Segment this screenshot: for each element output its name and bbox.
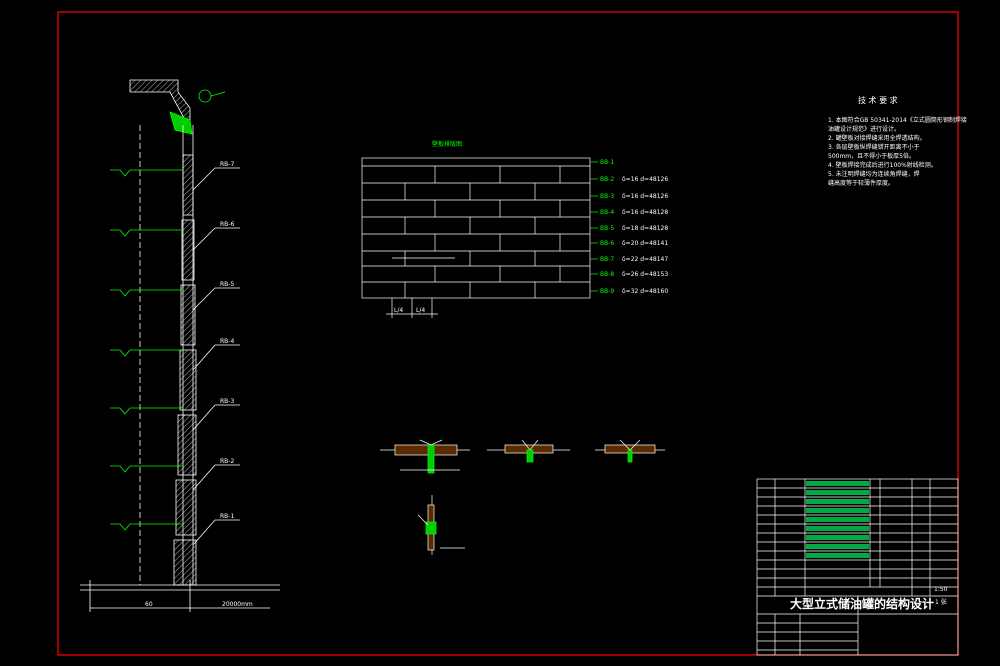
scale-label: 1:50 xyxy=(934,586,948,593)
plate-row-spec: δ=16 d=48126 xyxy=(622,176,668,183)
elevation-label-5: RB-3 xyxy=(220,398,234,405)
plate-row-label: BB-3 xyxy=(600,193,614,200)
plate-row-spec: δ=32 d=48160 xyxy=(622,288,668,295)
bottom-dim-left: 60 xyxy=(145,601,153,608)
layout-title: 壁板排版图 xyxy=(432,140,462,148)
note-line: 4. 壁板焊接完成后进行100%射线检测。 xyxy=(828,161,937,169)
bottom-dim-right: 20000mm xyxy=(222,601,253,608)
border-frame xyxy=(57,11,959,656)
plate-row-spec: δ=20 d=48141 xyxy=(622,240,668,247)
plate-row-label: BB-2 xyxy=(600,176,614,183)
plate-row-label: BB-1 xyxy=(600,159,614,166)
note-line: 1. 本图符合GB 50341-2014《立式圆筒形钢制焊接 xyxy=(828,116,967,124)
dim-right: L/4 xyxy=(416,307,425,314)
plate-row-label: BB-4 xyxy=(600,209,614,216)
plate-row-label: BB-8 xyxy=(600,271,614,278)
plate-row-spec: δ=22 d=48147 xyxy=(622,256,668,263)
elevation-label-1: RB-7 xyxy=(220,161,234,168)
elevation-label-6: RB-2 xyxy=(220,458,234,465)
plate-row-spec: δ=16 d=48128 xyxy=(622,209,668,216)
note-line: 2. 罐壁板对接焊缝采用全焊透结构。 xyxy=(828,134,926,142)
note-line: 油罐设计规范》进行设计。 xyxy=(828,125,900,133)
elevation-label-2: RB-6 xyxy=(220,221,234,228)
dim-left: L/4 xyxy=(394,307,403,314)
notes-title: 技 术 要 求 xyxy=(858,95,898,105)
weld-details xyxy=(380,439,665,555)
parts-list-highlights xyxy=(806,481,869,558)
notes-block: 1. 本图符合GB 50341-2014《立式圆筒形钢制焊接 油罐设计规范》进行… xyxy=(828,116,967,187)
plate-layout-grid xyxy=(361,157,598,318)
note-line: 3. 各层壁板纵焊缝错开距离不小于 xyxy=(828,143,920,151)
plate-row-spec: δ=16 d=48126 xyxy=(622,193,668,200)
elevation-label-3: RB-5 xyxy=(220,281,234,288)
note-line: 缝高度等于较薄件厚度。 xyxy=(828,179,894,187)
plate-row-label: BB-6 xyxy=(600,240,614,247)
shell-elevation xyxy=(80,79,280,612)
plate-row-label: BB-5 xyxy=(600,225,614,232)
plate-row-label: BB-7 xyxy=(600,256,614,263)
project-title: 大型立式储油罐的结构设计 xyxy=(790,596,934,611)
elevation-label-4: RB-4 xyxy=(220,338,234,345)
note-line: 500mm，且不得小于板厚5倍。 xyxy=(828,152,915,160)
title-block xyxy=(756,478,959,656)
plate-row-labels: BB-1 BB-2 δ=16 d=48126 BB-3 δ=16 d=48126… xyxy=(600,159,668,295)
plate-row-label: BB-9 xyxy=(600,288,614,295)
sheet-number: 1 张 xyxy=(935,598,947,606)
plate-row-spec: δ=26 d=48153 xyxy=(622,271,668,278)
elevation-label-7: RB-1 xyxy=(220,513,234,520)
plate-row-spec: δ=18 d=48128 xyxy=(622,225,668,232)
note-line: 5. 未注明焊缝均为连续角焊缝，焊 xyxy=(828,170,920,178)
